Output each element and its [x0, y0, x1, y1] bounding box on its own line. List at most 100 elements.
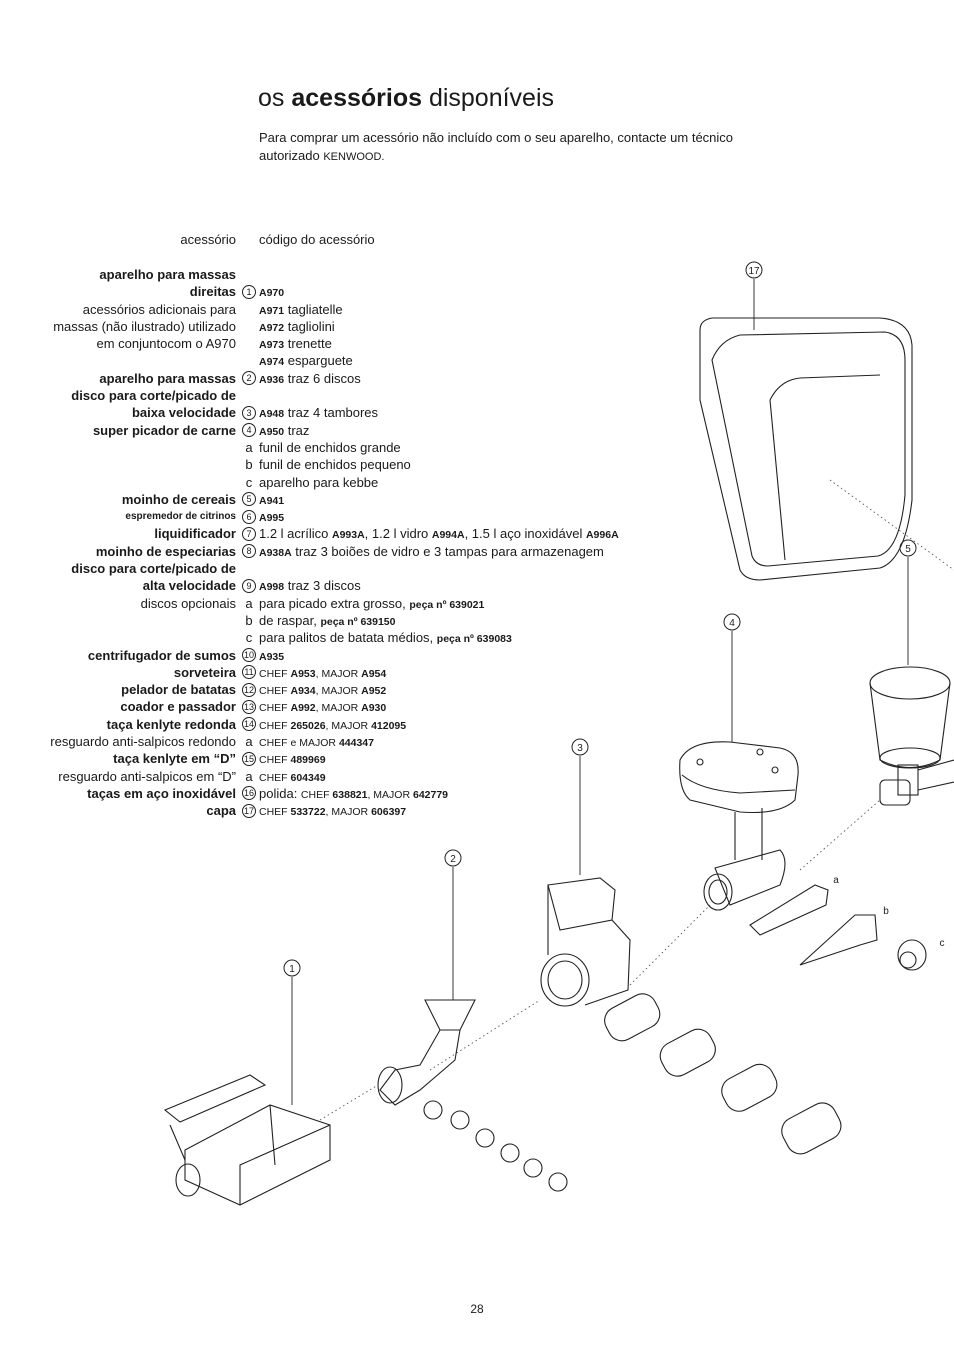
- code-text: CHEF: [259, 685, 291, 698]
- callout-5: 5: [905, 544, 911, 555]
- pasta-roller-drawing: [163, 1074, 331, 1206]
- code-text: polida:: [259, 785, 301, 801]
- label-c: c: [940, 938, 945, 949]
- title-prefix: os: [258, 84, 292, 112]
- accessory-code: CHEF 489969: [259, 750, 326, 769]
- accessory-code: A941: [259, 491, 284, 510]
- accessory-row: disco para corte/picado de: [0, 560, 954, 577]
- item-letter: c: [245, 474, 253, 490]
- accessory-name: em conjuntocom o A970: [96, 336, 236, 352]
- item-number-badge: 13: [242, 699, 256, 714]
- code-value: peça nº 639021: [409, 598, 485, 611]
- item-number-badge: 2: [242, 371, 256, 386]
- accessory-code: A950 traz: [259, 422, 309, 441]
- item-letter: a: [245, 734, 253, 750]
- code-text: , 1.5 l aço inoxidável: [464, 526, 586, 542]
- code-value: A995: [259, 512, 285, 525]
- intro-brand: KENWOOD.: [323, 151, 385, 163]
- callout-1: 1: [289, 964, 295, 975]
- code-value: 604349: [290, 771, 326, 784]
- accessory-name: liquidificador: [154, 526, 236, 542]
- accessory-name: direitas: [189, 284, 236, 300]
- code-text: CHEF: [259, 719, 291, 732]
- accessory-code: CHEF 533722, MAJOR 606397: [259, 802, 406, 821]
- code-value: A994A: [431, 529, 465, 542]
- accessory-code: A935: [259, 647, 284, 666]
- code-text: traz 3 discos: [284, 578, 361, 594]
- code-text: CHEF: [259, 806, 291, 819]
- accessory-code: para picado extra grosso, peça nº 639021: [259, 595, 484, 614]
- accessory-name: moinho de especiarias: [95, 543, 236, 559]
- item-number-badge: 8: [242, 544, 256, 559]
- code-text: CHEF: [259, 771, 291, 784]
- accessory-row: aparelho para massas: [0, 266, 954, 283]
- item-letter: b: [245, 457, 253, 473]
- assembly-lines: [319, 479, 954, 1121]
- code-text: , MAJOR: [367, 788, 413, 801]
- accessory-name: aparelho para massas: [99, 370, 236, 386]
- code-text: , MAJOR: [315, 667, 362, 680]
- cover-drawing: [699, 317, 913, 581]
- code-text: CHEF: [259, 702, 291, 715]
- accessory-name: super picador de carne: [92, 422, 236, 438]
- slicer-drawing: [540, 877, 842, 1155]
- accessory-name: espremedor de citrinos: [125, 511, 236, 523]
- code-value: 489969: [290, 754, 326, 767]
- item-number-badge: 6: [242, 509, 256, 524]
- code-text: CHEF e MAJOR: [259, 737, 339, 750]
- accessory-name: centrifugador de sumos: [87, 647, 236, 663]
- code-value: A936: [259, 373, 285, 386]
- accessory-name: capa: [206, 803, 236, 819]
- accessory-name: disco para corte/picado de: [71, 388, 236, 404]
- accessory-code: A948 traz 4 tambores: [259, 404, 378, 423]
- code-text: , MAJOR: [315, 685, 362, 698]
- item-number-badge: 15: [242, 751, 256, 766]
- code-value: A972: [259, 321, 285, 334]
- item-number-badge: 16: [242, 786, 256, 801]
- accessory-code: A936 traz 6 discos: [259, 370, 361, 389]
- accessory-code: CHEF A934, MAJOR A952: [259, 681, 386, 700]
- accessory-name: taça kenlyte em “D”: [113, 751, 236, 767]
- code-value: A998: [259, 581, 285, 594]
- code-value: peça nº 639083: [436, 633, 512, 646]
- code-text: tagliolini: [284, 318, 335, 334]
- item-letter: b: [245, 612, 253, 628]
- accessory-name: moinho de cereais: [121, 491, 236, 507]
- intro-body: Para comprar um acessório não incluído c…: [259, 130, 734, 163]
- code-value: A948: [259, 408, 285, 421]
- accessory-row: disco para corte/picado de: [0, 387, 954, 404]
- code-value: A954: [361, 667, 387, 680]
- code-value: 533722: [290, 806, 326, 819]
- accessory-name: taças em aço inoxidável: [87, 785, 236, 801]
- code-text: esparguete: [284, 353, 353, 369]
- callout-17: 17: [748, 266, 760, 277]
- code-value: A973: [259, 339, 285, 352]
- code-value: 444347: [338, 737, 374, 750]
- code-text: CHEF: [300, 788, 333, 801]
- code-value: A953: [290, 667, 316, 680]
- item-number-badge: 11: [242, 665, 256, 680]
- item-letter: c: [245, 630, 253, 646]
- column-header-accessory: acessório: [180, 232, 236, 247]
- pasta-maker-drawing: [377, 999, 568, 1192]
- item-number-badge: 7: [242, 527, 256, 542]
- accessory-name: sorveteira: [173, 664, 236, 680]
- accessory-code: CHEF e MAJOR 444347: [259, 733, 374, 752]
- code-value: 606397: [371, 806, 407, 819]
